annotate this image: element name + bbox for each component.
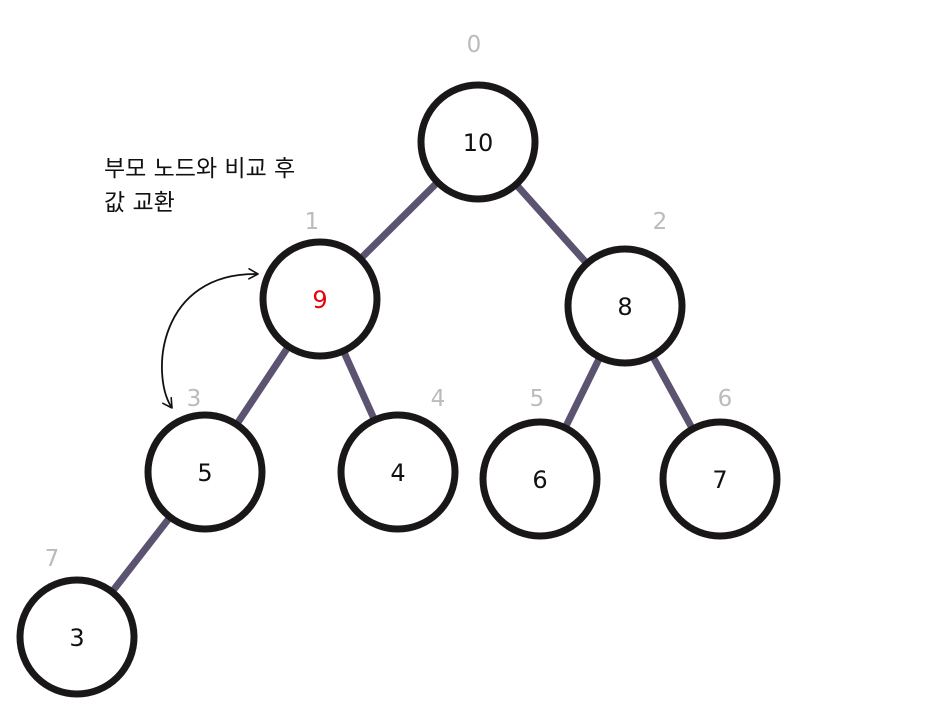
node-circle bbox=[659, 418, 781, 540]
heap-node-6: 7 bbox=[659, 418, 781, 540]
node-index-label: 3 bbox=[187, 386, 202, 412]
heap-node-1: 9 bbox=[259, 238, 381, 360]
node-circle bbox=[417, 81, 539, 203]
node-index-label: 7 bbox=[45, 546, 60, 572]
node-value: 5 bbox=[197, 459, 212, 487]
node-index-label: 1 bbox=[305, 209, 320, 235]
node-value: 10 bbox=[463, 129, 494, 157]
node-index-label: 4 bbox=[431, 386, 446, 412]
node-circle bbox=[16, 576, 138, 698]
swap-annotation: 부모 노드와 비교 후 값 교환 bbox=[104, 152, 295, 220]
node-value: 3 bbox=[69, 624, 84, 652]
heap-node-4: 4 bbox=[337, 411, 459, 533]
node-circle bbox=[144, 411, 266, 533]
node-index-label: 6 bbox=[718, 386, 733, 412]
node-index-label: 0 bbox=[467, 32, 482, 58]
node-value: 9 bbox=[312, 286, 327, 314]
node-circle bbox=[259, 238, 381, 360]
node-circle bbox=[479, 418, 601, 540]
node-value: 6 bbox=[532, 466, 547, 494]
swap-arrow bbox=[161, 268, 259, 409]
node-value: 7 bbox=[712, 466, 727, 494]
heap-node-2: 8 bbox=[564, 245, 686, 367]
heap-node-0: 10 bbox=[417, 81, 539, 203]
annotation-line-1: 부모 노드와 비교 후 bbox=[104, 156, 296, 182]
annotation-line-2: 값 교환 bbox=[104, 190, 175, 216]
node-circle bbox=[564, 245, 686, 367]
node-index-label: 5 bbox=[530, 386, 545, 412]
node-value: 8 bbox=[617, 293, 632, 321]
node-circle bbox=[337, 411, 459, 533]
heap-node-7: 3 bbox=[16, 576, 138, 698]
heap-node-3: 5 bbox=[144, 411, 266, 533]
node-value: 4 bbox=[390, 459, 405, 487]
heap-node-5: 6 bbox=[479, 418, 601, 540]
node-index-label: 2 bbox=[653, 209, 668, 235]
